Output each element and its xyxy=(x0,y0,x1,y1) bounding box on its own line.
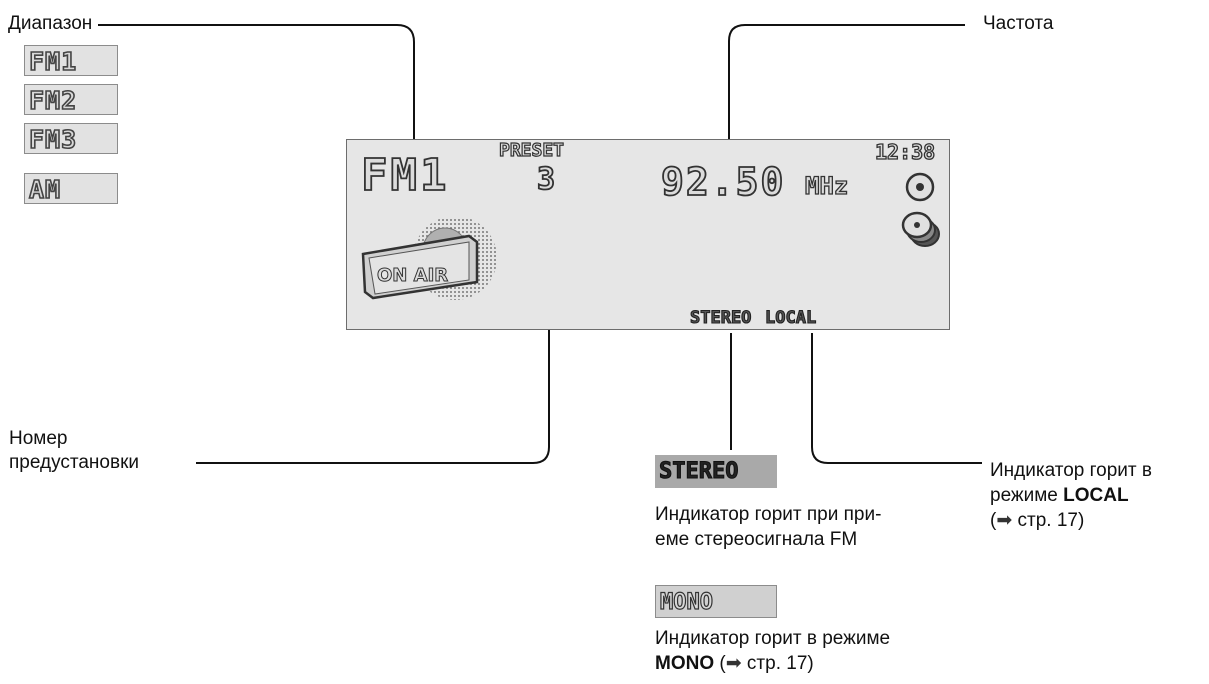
svg-text:ON AIR: ON AIR xyxy=(377,265,448,286)
band-fm2: FM2 xyxy=(24,84,118,115)
band-am: AM xyxy=(24,173,118,204)
mono-label-line2: MONO (➡ стр. 17) xyxy=(655,652,814,676)
band-fm1: FM1 xyxy=(24,45,118,76)
disc-stack-icon xyxy=(899,208,943,248)
lcd-frequency: 92.50 xyxy=(661,160,785,204)
on-air-animation: ON AIR xyxy=(357,218,517,308)
preset-number-label-line2: предустановки xyxy=(9,451,139,475)
arrow-icon: ➡ xyxy=(996,510,1012,531)
lcd-stereo-indicator: STEREO xyxy=(690,308,751,328)
stereo-label-line1: Индикатор горит при при- xyxy=(655,503,881,527)
lcd-local-indicator: LOCAL xyxy=(765,308,816,328)
mono-indicator-box: MONO xyxy=(655,585,777,618)
local-label-line3: (➡ стр. 17) xyxy=(990,509,1084,533)
arrow-icon: ➡ xyxy=(726,653,742,674)
preset-number-label-line1: Номер xyxy=(9,427,67,451)
lcd-preset-label: PRESET xyxy=(499,140,564,161)
lcd-unit: MHz xyxy=(805,172,848,200)
local-label-line2: режиме LOCAL xyxy=(990,484,1129,508)
mono-label-line1: Индикатор горит в режиме xyxy=(655,627,890,651)
lcd-preset-number: 3 xyxy=(537,162,555,197)
band-callout-line xyxy=(98,25,414,143)
disc-icon xyxy=(903,170,937,204)
lcd-clock: 12:38 xyxy=(875,140,935,164)
local-callout-line xyxy=(812,333,982,463)
stereo-label-line2: еме стереосигнала FM xyxy=(655,528,857,552)
local-label-line1: Индикатор горит в xyxy=(990,459,1152,483)
lcd-band: FM1 xyxy=(361,150,449,201)
frequency-label: Частота xyxy=(983,12,1053,36)
stereo-indicator-box: STEREO xyxy=(655,455,777,488)
lcd-display: FM1 PRESET 3 92.50 MHz 12:38 ON AIR STER… xyxy=(346,139,950,330)
band-fm3: FM3 xyxy=(24,123,118,154)
band-label: Диапазон xyxy=(8,12,92,36)
